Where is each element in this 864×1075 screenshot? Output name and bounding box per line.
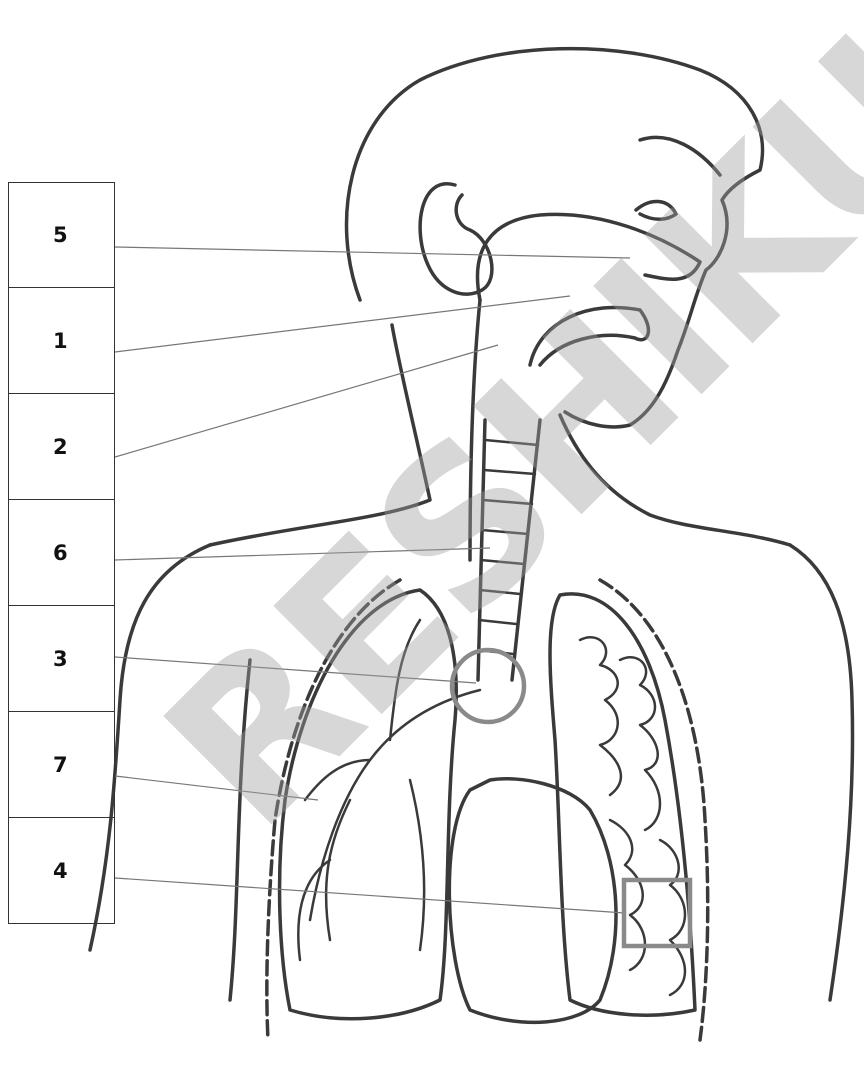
left-ribs xyxy=(267,580,400,1040)
leader-line-6 xyxy=(115,548,490,560)
label-box: 2 xyxy=(8,394,115,500)
label-box: 1 xyxy=(8,288,115,394)
hair-line xyxy=(640,137,720,175)
torso-right xyxy=(790,545,853,1000)
left-lung xyxy=(280,590,457,1019)
pharynx xyxy=(470,300,480,560)
chest-line xyxy=(230,660,250,1000)
label-box: 4 xyxy=(8,818,115,924)
leader-line-2 xyxy=(115,345,498,457)
trachea-right xyxy=(512,420,540,680)
neck-right xyxy=(560,415,790,545)
right-lung xyxy=(550,594,695,1015)
eye xyxy=(636,201,676,219)
leader-line-1 xyxy=(115,296,570,352)
trachea-left xyxy=(478,420,485,680)
leader-line-5 xyxy=(115,247,630,258)
leader-line-3 xyxy=(115,657,476,683)
label-box: 3 xyxy=(8,606,115,712)
heart xyxy=(449,779,616,1023)
label-column: 5 1 2 6 3 7 4 xyxy=(8,182,115,924)
bronchi-highlight-circle xyxy=(452,650,524,722)
ear xyxy=(420,184,492,294)
label-box: 6 xyxy=(8,500,115,606)
head-outline xyxy=(347,49,763,427)
label-box: 5 xyxy=(8,182,115,288)
label-box: 7 xyxy=(8,712,115,818)
neck-left xyxy=(210,325,430,545)
leader-line-4 xyxy=(115,878,625,913)
oral-cavity xyxy=(530,307,648,365)
